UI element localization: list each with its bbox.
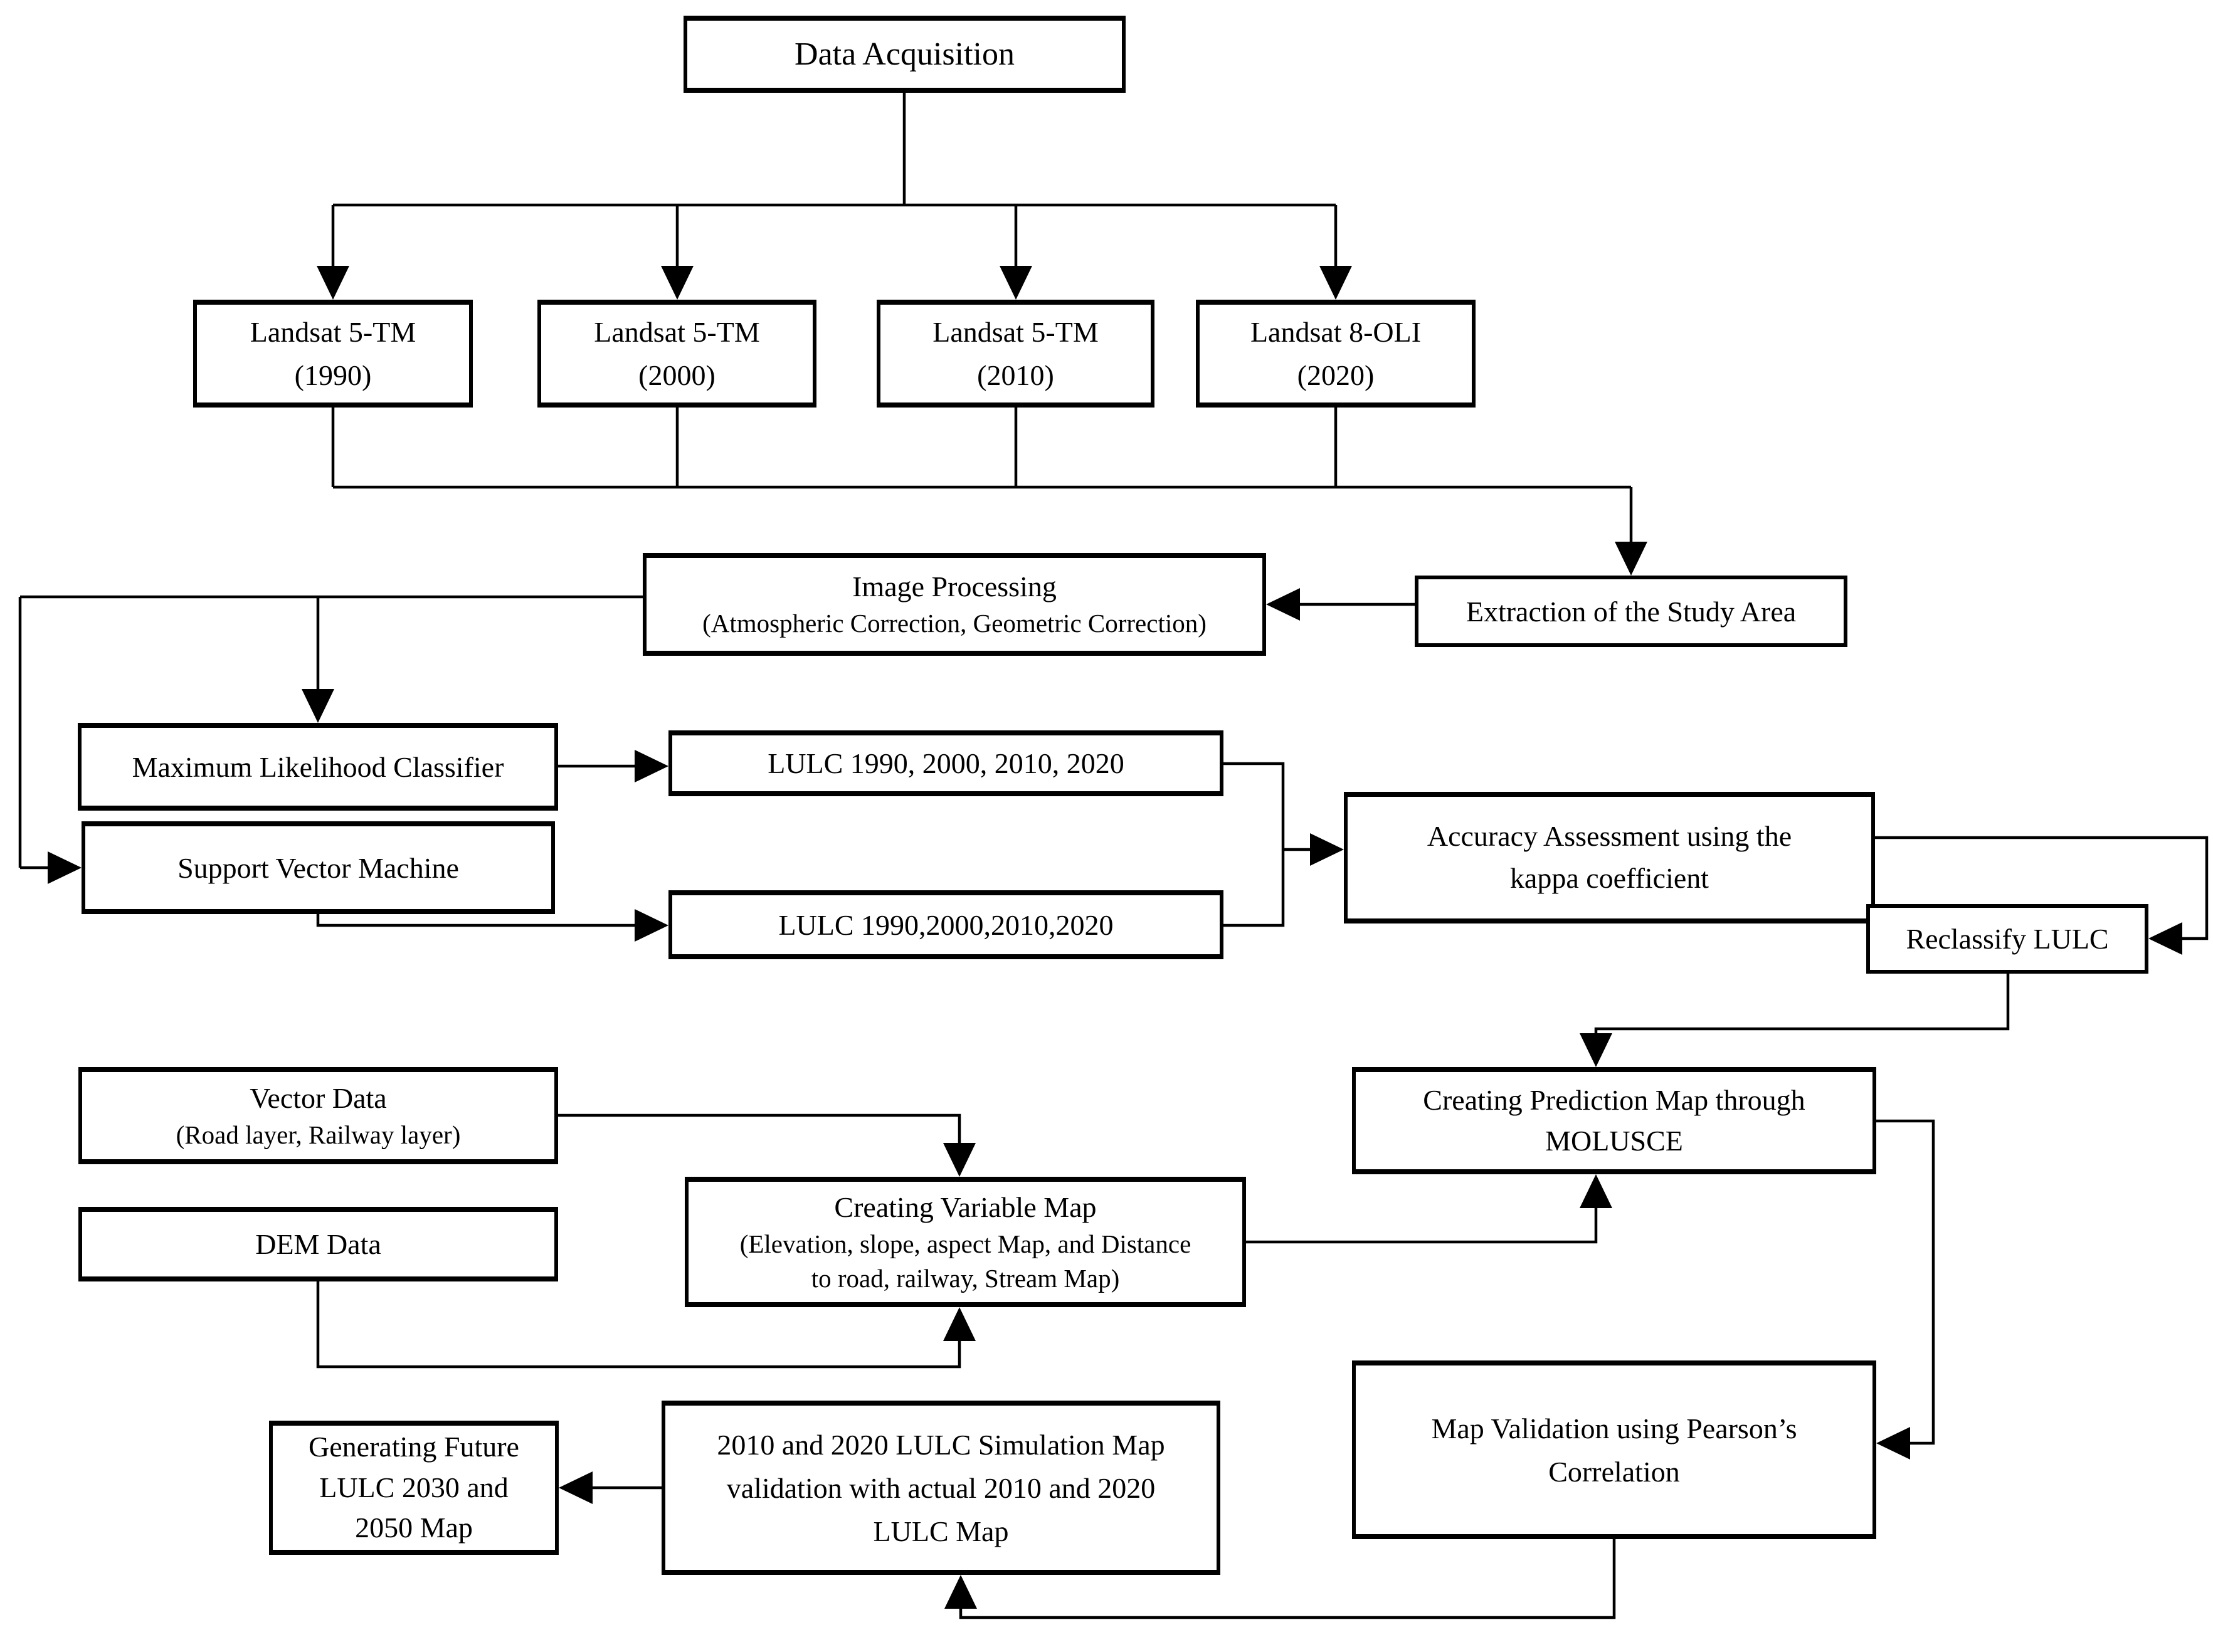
node-label: kappa coefficient [1509,862,1709,894]
node-data-acquisition: Data Acquisition [684,16,1126,93]
node-label: LULC 1990,2000,2010,2020 [778,908,1114,941]
node-label: LULC 2030 and [319,1471,509,1503]
node-future-lulc: Generating Future LULC 2030 and 2050 Map [269,1421,559,1555]
node-label: Landsat 8-OLI [1250,316,1422,348]
node-label: (2020) [1297,359,1375,391]
node-label: Landsat 5-TM [250,316,416,348]
node-label: Vector Data [250,1081,387,1114]
node-image-processing: Image Processing (Atmospheric Correction… [643,553,1266,656]
node-dem-data: DEM Data [78,1207,558,1281]
node-label: (2000) [638,359,716,391]
connector-variable-map-to-prediction [1246,1174,1612,1244]
connector-reclassify-to-prediction [1580,974,2010,1067]
node-accuracy-assessment: Accuracy Assessment using the kappa coef… [1344,792,1875,923]
node-landsat-2010: Landsat 5-TM (2010) [877,300,1154,408]
arrowhead-down-icon [302,689,334,723]
arrowhead-down-icon [943,1143,976,1177]
node-label: Reclassify LULC [1906,923,2109,955]
node-label: Support Vector Machine [177,851,459,884]
arrowhead-right-icon [635,909,668,942]
arrowhead-up-icon [943,1307,976,1341]
arrowhead-left-icon [2148,922,2182,955]
node-variable-map: Creating Variable Map (Elevation, slope,… [685,1177,1246,1307]
node-max-likelihood-classifier: Maximum Likelihood Classifier [78,723,558,811]
node-lulc-maps-mlc: LULC 1990, 2000, 2010, 2020 [668,730,1223,796]
node-label: Landsat 5-TM [594,316,760,348]
node-label: (Road layer, Railway layer) [176,1120,461,1149]
node-landsat-2020: Landsat 8-OLI (2020) [1196,300,1476,408]
connector-lulc-to-accuracy [1283,833,1344,866]
node-label: Extraction of the Study Area [1466,595,1797,628]
node-label: DEM Data [255,1228,381,1260]
node-label: validation with actual 2010 and 2020 [726,1471,1156,1504]
node-label: Creating Prediction Map through [1423,1084,1805,1117]
arrowhead-down-icon [1580,1033,1612,1067]
arrowhead-down-icon [1000,266,1032,300]
node-label: Map Validation using Pearson’s [1431,1412,1797,1444]
node-lulc-maps-svm: LULC 1990,2000,2010,2020 [668,890,1223,959]
node-label: LULC Map [873,1515,1009,1547]
connector-prediction-to-validation [1876,1119,1935,1460]
arrowhead-left-icon [1876,1427,1910,1460]
connector-mlc-to-lulc-top [558,750,668,782]
connector-landsat-collector [331,408,1631,489]
node-label: LULC 1990, 2000, 2010, 2020 [768,747,1124,779]
connector-simulation-to-future [559,1471,662,1504]
connector-acquisition-stem [333,93,1336,207]
node-vector-data: Vector Data (Road layer, Railway layer) [78,1067,558,1164]
node-label: Data Acquisition [795,36,1015,72]
connector-branch-landsat-1990 [317,205,349,300]
connector-branch-landsat-2000 [661,205,694,300]
node-label: (1990) [294,359,372,391]
node-support-vector-machine: Support Vector Machine [82,821,555,914]
node-label: Correlation [1548,1455,1680,1488]
node-label: 2010 and 2020 LULC Simulation Map [717,1428,1165,1461]
arrowhead-left-icon [1266,588,1300,621]
node-label: Creating Variable Map [834,1191,1097,1223]
arrowhead-right-icon [635,750,668,782]
node-label: Maximum Likelihood Classifier [132,750,504,783]
connector-lulc-join-bar [1223,762,1285,927]
arrowhead-up-icon [1580,1174,1612,1208]
arrowhead-left-icon [559,1471,593,1504]
node-label: (2010) [977,359,1054,391]
arrowhead-down-icon [661,266,694,300]
node-landsat-2000: Landsat 5-TM (2000) [537,300,816,408]
node-label: MOLUSCE [1545,1124,1683,1157]
node-extraction-study-area: Extraction of the Study Area [1415,576,1847,647]
node-label: 2050 Map [355,1512,473,1544]
node-landsat-1990: Landsat 5-TM (1990) [193,300,473,408]
node-simulation-validation: 2010 and 2020 LULC Simulation Map valida… [662,1401,1220,1575]
node-reclassify-lulc: Reclassify LULC [1866,904,2148,974]
node-label: (Elevation, slope, aspect Map, and Dista… [739,1229,1191,1258]
connector-vector-data-to-variable-map [558,1113,976,1177]
arrowhead-right-icon [1310,833,1344,866]
node-map-validation: Map Validation using Pearson’s Correlati… [1352,1360,1876,1539]
node-label: Image Processing [852,571,1057,603]
arrowhead-up-icon [944,1575,977,1609]
arrowhead-right-icon [48,851,82,884]
node-label: Accuracy Assessment using the [1427,820,1792,853]
arrowhead-down-icon [1615,542,1647,576]
connector-to-extraction [1615,487,1647,576]
connector-extraction-to-image-processing [1266,588,1415,621]
node-label: Landsat 5-TM [932,316,1099,348]
node-label: Generating Future [309,1431,519,1463]
connector-branch-landsat-2020 [1319,205,1352,300]
node-label: (Atmospheric Correction, Geometric Corre… [702,609,1207,638]
node-prediction-map: Creating Prediction Map through MOLUSCE [1352,1067,1876,1174]
node-label: to road, railway, Stream Map) [811,1264,1120,1293]
arrowhead-down-icon [317,266,349,300]
connector-branch-landsat-2010 [1000,205,1032,300]
arrowhead-down-icon [1319,266,1352,300]
